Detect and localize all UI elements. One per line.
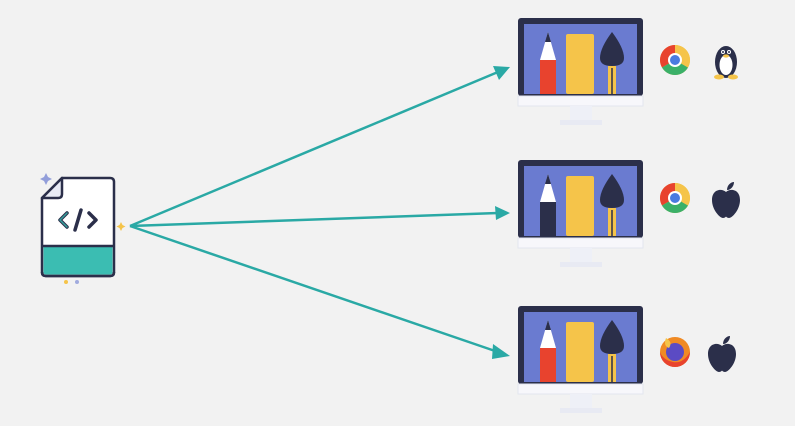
apple-icon	[708, 336, 736, 372]
pencil-icon	[540, 32, 556, 94]
paintbrush-icon	[600, 174, 624, 236]
monitor-display-icon	[517, 306, 644, 413]
paintbrush-icon	[600, 32, 624, 94]
paintbrush-icon	[600, 320, 624, 382]
arrowhead-icon	[495, 206, 510, 220]
chrome-icon	[659, 183, 691, 214]
arrow-to-target-3	[129, 224, 499, 354]
sparkle-decoration	[75, 280, 79, 284]
target-mac-chrome	[517, 160, 644, 267]
firefox-icon	[660, 337, 690, 367]
sparkle-decoration	[116, 222, 126, 231]
apple-icon	[712, 182, 740, 218]
monitor-display-icon	[517, 18, 644, 125]
target-linux-chrome	[517, 18, 644, 125]
arrow-to-target-2	[129, 211, 499, 228]
pencil-icon	[540, 174, 556, 236]
arrowhead-icon	[493, 66, 510, 80]
sparkle-decoration	[64, 280, 68, 284]
distribution-arrows	[129, 66, 510, 359]
chrome-icon	[659, 44, 691, 76]
arrowhead-icon	[492, 344, 510, 359]
ruler-block	[566, 322, 594, 382]
ruler-block	[566, 34, 594, 94]
pencil-icon	[540, 320, 556, 382]
arrow-to-target-1	[129, 70, 499, 228]
ruler-block	[566, 176, 594, 236]
target-mac-firefox	[517, 306, 644, 413]
sparkle-decoration	[40, 173, 52, 185]
linux-tux-icon	[714, 46, 738, 80]
monitor-display-icon	[517, 160, 644, 267]
html-code-file-icon	[40, 173, 126, 284]
